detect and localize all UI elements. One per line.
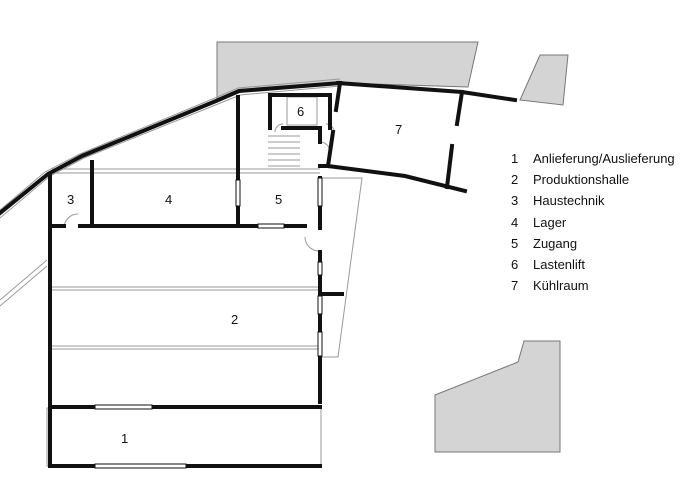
legend-label: Haustechnik — [533, 193, 605, 209]
legend-label: Anlieferung/Auslieferung — [533, 151, 675, 167]
legend-label: Produktionshalle — [533, 172, 630, 188]
legend-item: 4 Lager — [511, 212, 696, 233]
room-label-3: 3 — [67, 192, 74, 207]
legend-number: 2 — [511, 172, 519, 188]
room-label-6: 6 — [297, 104, 304, 119]
walls — [0, 80, 518, 468]
legend-number: 1 — [511, 151, 519, 167]
openings — [94, 177, 323, 469]
legend-item: 7 Kühlraum — [511, 275, 696, 296]
legend-label: Kühlraum — [533, 278, 589, 294]
legend-item: 6 Lastenlift — [511, 254, 696, 275]
thin-lines — [0, 78, 363, 467]
legend-number: 7 — [511, 278, 519, 294]
legend-number: 4 — [511, 214, 519, 230]
legend-item: 3 Haustechnik — [511, 190, 696, 211]
neighbor-building-top-right — [519, 54, 569, 106]
room-label-2: 2 — [231, 312, 238, 327]
room-label-4: 4 — [165, 192, 172, 207]
legend-label: Lager — [533, 214, 567, 230]
legend-item: 5 Zugang — [511, 233, 696, 254]
legend-number: 6 — [511, 257, 519, 273]
legend-number: 5 — [511, 235, 519, 251]
legend-label: Zugang — [533, 235, 578, 251]
legend-number: 3 — [511, 193, 519, 209]
legend: 1 Anlieferung/Auslieferung 2 Produktions… — [511, 148, 696, 296]
neighbor-building-bottom-right — [434, 340, 561, 453]
legend-label: Lastenlift — [533, 257, 586, 273]
legend-item: 2 Produktionshalle — [511, 169, 696, 190]
room-label-1: 1 — [121, 431, 128, 446]
room-label-7: 7 — [395, 122, 402, 137]
room-label-5: 5 — [275, 192, 282, 207]
legend-item: 1 Anlieferung/Auslieferung — [511, 148, 696, 169]
